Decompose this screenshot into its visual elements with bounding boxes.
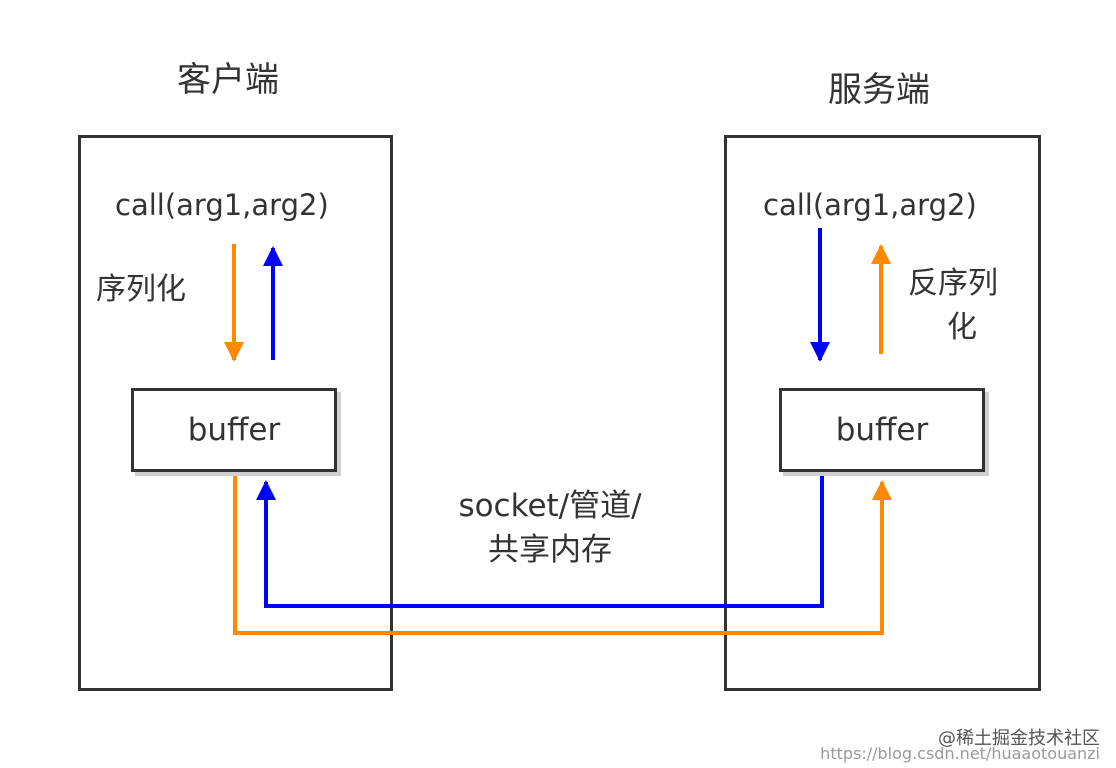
client-panel — [78, 135, 393, 691]
transport-label-line2: 共享内存 — [488, 532, 612, 568]
server-deserialize-label-line2: 化 — [947, 310, 977, 345]
server-title: 服务端 — [828, 70, 930, 110]
server-buffer: buffer — [779, 388, 985, 472]
client-buffer: buffer — [131, 388, 337, 472]
client-title: 客户端 — [177, 60, 279, 100]
client-call-label: call(arg1,arg2) — [115, 188, 329, 222]
response-wire — [256, 472, 824, 608]
transport-label: socket/管道/ 共享内存 — [420, 484, 680, 572]
server-panel — [724, 135, 1041, 691]
watermark: @稀土掘金技术社区 — [938, 724, 1100, 750]
watermark-url: https://blog.csdn.net/huaaotouanzi — [820, 744, 1100, 763]
server-call-label: call(arg1,arg2) — [763, 188, 977, 222]
watermark-brand: @稀土掘金技术社区 — [938, 728, 1100, 749]
client-serialize-label: 序列化 — [96, 272, 186, 307]
transport-label-line1: socket/管道/ — [458, 488, 642, 524]
request-wire — [233, 472, 892, 635]
server-deserialize-label-line1: 反序列 — [908, 266, 998, 301]
